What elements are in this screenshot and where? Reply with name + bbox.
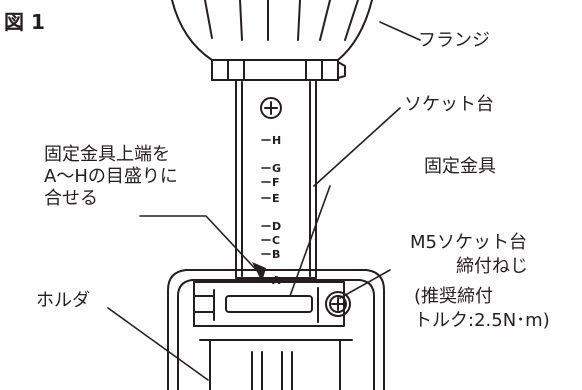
fixing-bracket-label: 固定金具 [424, 156, 496, 177]
screw-label-line-2: 締付ねじ [456, 256, 528, 277]
socket-base-label: ソケット台 [404, 94, 494, 115]
screw-label-line-4: トルク:2.5N･m) [414, 310, 550, 331]
flange-part [171, 0, 373, 81]
scale-mark-c: C [272, 234, 280, 247]
scale-mark-h: H [272, 134, 281, 147]
instruction-line-1: 固定金具上端を [44, 144, 170, 165]
holder-body [167, 269, 385, 390]
screw-label-line-1: M5ソケット台 [410, 232, 527, 253]
flange-label: フランジ [418, 30, 490, 51]
scale-mark-b: B [272, 248, 280, 261]
holder-label: ホルダ [36, 290, 90, 311]
instruction-line-2: A～Hの目盛りに [44, 166, 178, 187]
fixing-bracket [193, 281, 351, 327]
screw-label-line-3: (推奨締付 [414, 286, 494, 307]
m5-screw-icon [325, 291, 351, 317]
scale-mark-g: G [272, 162, 281, 175]
scale-mark-e: E [272, 192, 280, 205]
top-screw-icon [260, 97, 282, 119]
leader-lines [107, 21, 421, 381]
pointer-arrowhead [252, 262, 266, 282]
instruction-line-3: 合せる [44, 188, 98, 209]
scale-mark-d: D [272, 220, 281, 233]
socket-base-column [235, 79, 317, 279]
scale-mark-a: A [272, 274, 281, 287]
scale-mark-f: F [272, 176, 280, 189]
figure-title: 図 1 [4, 10, 45, 34]
